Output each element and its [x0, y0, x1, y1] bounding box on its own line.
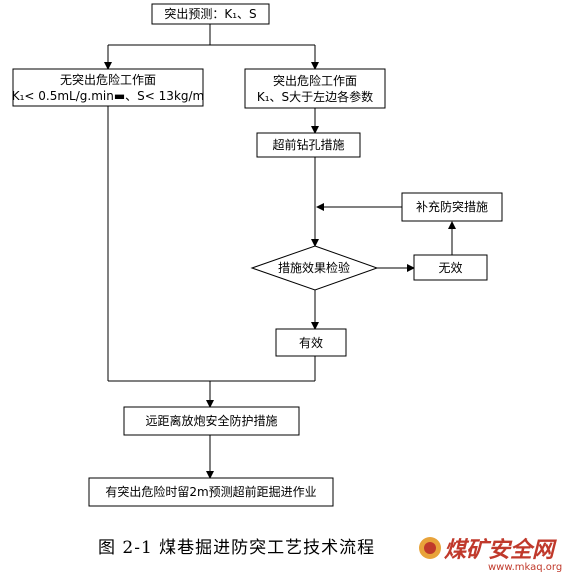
node-danger-label-1: 突出危险工作面: [273, 73, 357, 88]
node-advance: 有突出危险时留2m预测超前距掘进作业: [88, 477, 334, 507]
node-danger: 突出危险工作面 K₁、S大于左边各参数: [244, 68, 386, 109]
node-supplement-label: 补充防突措施: [416, 199, 488, 214]
node-predict-label: 突出预测：K₁、S: [164, 6, 256, 21]
watermark: 煤矿安全网 www.mkaq.org: [419, 537, 562, 573]
node-drill-label: 超前钻孔措施: [272, 137, 344, 152]
node-drill: 超前钻孔措施: [256, 132, 361, 158]
watermark-text: 煤矿安全网: [444, 537, 557, 563]
node-remote-blast-label: 远距离放炮安全防护措施: [145, 413, 277, 428]
node-danger-label-2: K₁、S大于左边各参数: [257, 89, 373, 104]
node-check-label: 措施效果检验: [278, 260, 350, 275]
node-valid: 有效: [275, 328, 347, 357]
watermark-logo-icon: [419, 537, 441, 559]
figure-caption: 图 2-1 煤巷掘进防突工艺技术流程: [98, 538, 375, 558]
watermark-url: www.mkaq.org: [488, 562, 562, 573]
node-no-danger: 无突出危险工作面 K₁< 0.5mL/g.min▬、S< 13kg/m: [12, 68, 205, 107]
node-valid-label: 有效: [299, 335, 323, 350]
edges: [104, 24, 456, 479]
node-no-danger-label-1: 无突出危险工作面: [60, 72, 156, 87]
node-invalid-label: 无效: [438, 260, 462, 275]
node-no-danger-label-2: K₁< 0.5mL/g.min▬、S< 13kg/m: [12, 89, 205, 103]
node-supplement: 补充防突措施: [401, 192, 503, 222]
node-invalid: 无效: [413, 254, 488, 281]
node-remote-blast: 远距离放炮安全防护措施: [123, 406, 300, 436]
node-check: 措施效果检验: [250, 245, 379, 291]
node-predict: 突出预测：K₁、S: [151, 3, 270, 25]
node-advance-label: 有突出危险时留2m预测超前距掘进作业: [105, 484, 316, 499]
